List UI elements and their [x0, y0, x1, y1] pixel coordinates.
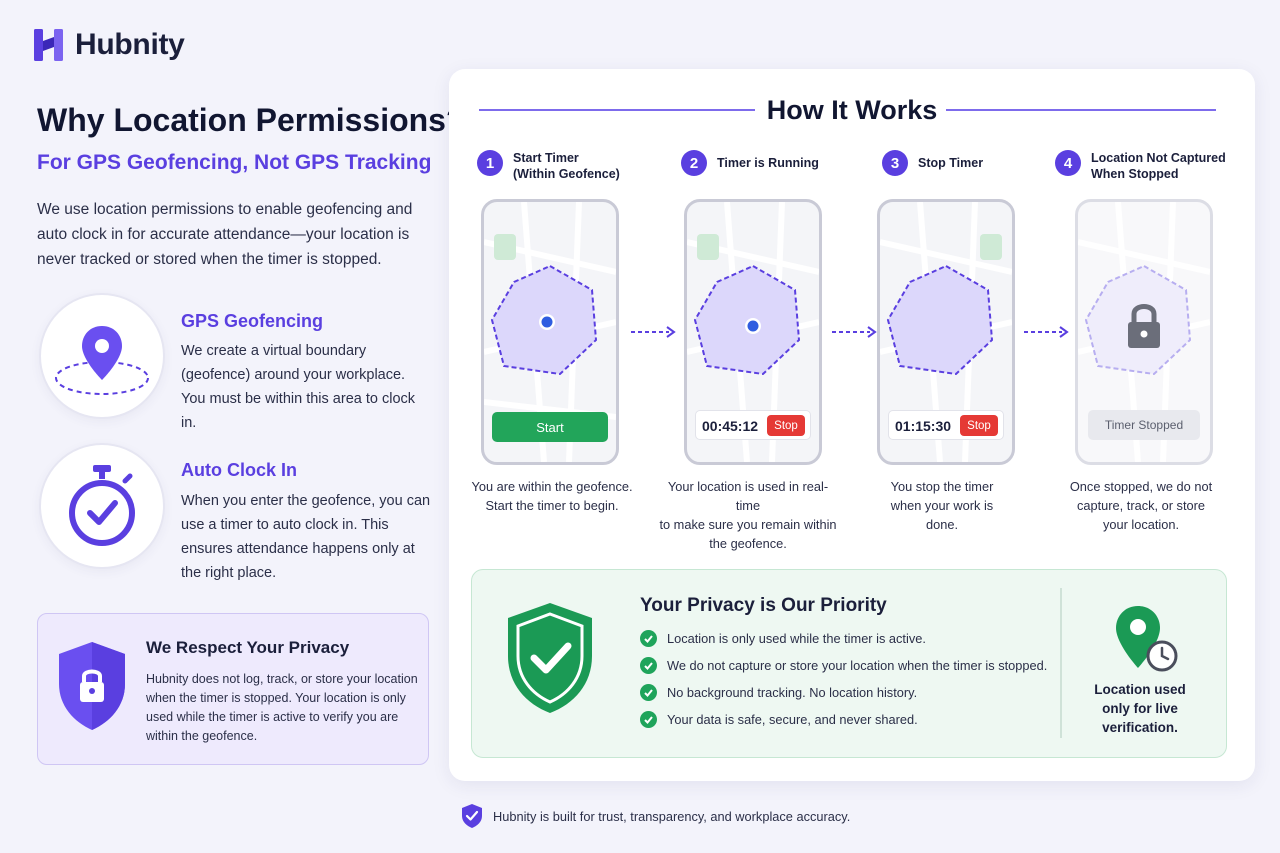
privacy-card-text: Hubnity does not log, track, or store yo… [146, 672, 418, 743]
timer-readout: 01:15:30 [895, 418, 952, 434]
privacy-card: We Respect Your Privacy Hubnity does not… [37, 613, 429, 765]
intro-text: We use location permissions to enable ge… [37, 201, 413, 268]
step-label: Start Timer (Within Geofence) [513, 151, 620, 181]
page-title: Why Location Permissions? [37, 102, 466, 138]
geofence-map [484, 202, 616, 462]
privacy-point: Your data is safe, secure, and never sha… [640, 711, 918, 728]
step-label: Stop Timer [918, 156, 984, 170]
stopwatch-icon [69, 465, 135, 546]
privacy-priority-title: Your Privacy is Our Priority [640, 595, 887, 616]
check-icon [640, 684, 657, 701]
shield-check-icon [508, 603, 592, 713]
geofencing-icon-circle [39, 293, 165, 419]
privacy-point: No background tracking. No location hist… [640, 684, 917, 701]
step-1-description: You are within the geofence. Start the t… [471, 479, 633, 513]
how-it-works-panel: How It Works 1 Start Timer (Within Geofe… [449, 69, 1255, 781]
lock-icon [1128, 304, 1160, 348]
privacy-point: We do not capture or store your location… [640, 657, 1047, 674]
phone-step-1: Start [481, 199, 619, 465]
footer: Hubnity is built for trust, transparency… [461, 803, 850, 829]
step-label: Timer is Running [717, 156, 819, 170]
title-rule-right [946, 109, 1216, 111]
title-rule-left [479, 109, 755, 111]
timer-bar: 01:15:30 Stop [888, 410, 1004, 440]
shield-lock-icon [59, 642, 125, 730]
privacy-priority-box: Your Privacy is Our Priority Location is… [471, 569, 1227, 758]
stop-button[interactable]: Stop [960, 415, 998, 436]
auto-clock-icon-circle [39, 443, 165, 569]
feature-title-geofencing: GPS Geofencing [181, 311, 324, 331]
pin-clock-icon [1116, 606, 1178, 672]
phone-step-4: Timer Stopped [1075, 199, 1213, 465]
start-button[interactable]: Start [492, 412, 608, 442]
arrow-right-icon [832, 326, 877, 338]
step-header-4: 4 Location Not Captured When Stopped [1055, 150, 1226, 182]
step-header-2: 2 Timer is Running [681, 150, 819, 176]
arrow-right-icon [631, 326, 676, 338]
check-icon [640, 630, 657, 647]
step-header-1: 1 Start Timer (Within Geofence) [477, 150, 620, 182]
step-4-description: Once stopped, we do not capture, track, … [1069, 479, 1213, 532]
location-usage-note: Location used only for live verification… [1094, 682, 1186, 735]
brand-name: Hubnity [75, 28, 185, 61]
footer-text: Hubnity is built for trust, transparency… [493, 808, 851, 824]
timer-readout: 00:45:12 [702, 418, 759, 434]
how-it-works-title: How It Works [766, 95, 938, 125]
brand: Hubnity [33, 27, 185, 63]
step-header-3: 3 Stop Timer [882, 150, 983, 176]
phone-step-2: 00:45:12 Stop [684, 199, 822, 465]
step-number: 3 [882, 150, 908, 176]
timer-bar: 00:45:12 Stop [695, 410, 811, 440]
map-pin-geofence-icon [55, 326, 149, 395]
feature-title-auto-clock-in: Auto Clock In [181, 460, 297, 480]
shield-check-icon [462, 804, 482, 828]
step-2-description: Your location is used in real-time to ma… [659, 479, 837, 551]
step-label: Location Not Captured When Stopped [1091, 151, 1226, 181]
page-subtitle: For GPS Geofencing, Not GPS Tracking [37, 151, 432, 174]
stop-button[interactable]: Stop [767, 415, 805, 436]
timer-stopped-button: Timer Stopped [1088, 410, 1200, 440]
feature-text-auto-clock-in: When you enter the geofence, you can use… [181, 493, 431, 581]
step-3-description: You stop the timer when your work is don… [890, 479, 994, 532]
privacy-card-title: We Respect Your Privacy [146, 638, 350, 657]
hubnity-logo-icon [34, 29, 63, 61]
feature-text-geofencing: We create a virtual boundary (geofence) … [181, 343, 416, 431]
step-number: 1 [477, 150, 503, 176]
arrow-right-icon [1024, 326, 1069, 338]
step-number: 4 [1055, 150, 1081, 176]
privacy-point: Location is only used while the timer is… [640, 630, 926, 647]
check-icon [640, 657, 657, 674]
step-number: 2 [681, 150, 707, 176]
phone-step-3: 01:15:30 Stop [877, 199, 1015, 465]
check-icon [640, 711, 657, 728]
divider [1060, 588, 1062, 738]
